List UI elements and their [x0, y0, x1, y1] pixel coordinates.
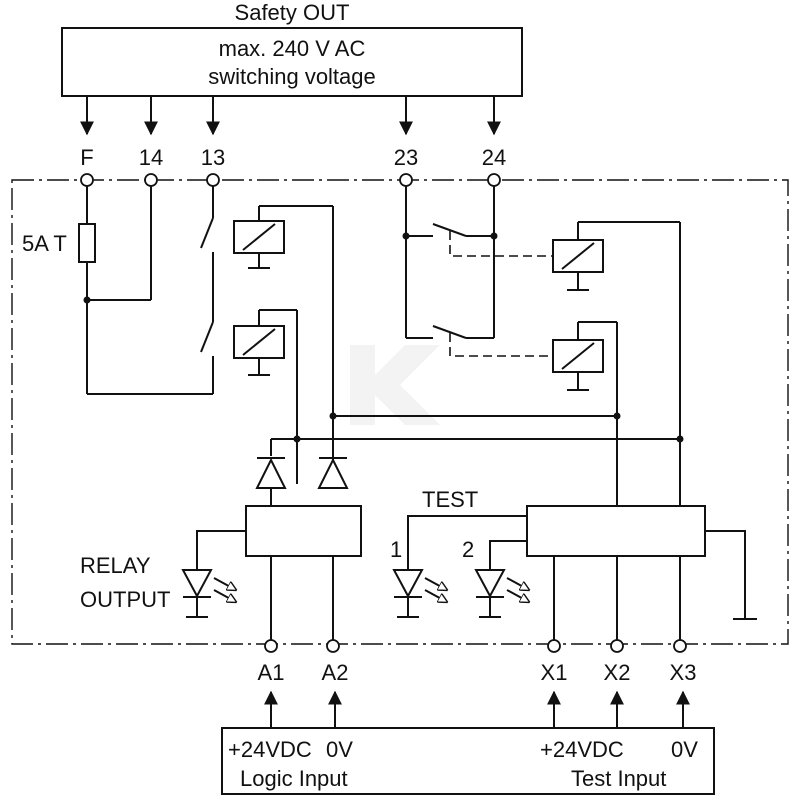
coil-k3 — [552, 221, 681, 506]
diode-left — [255, 457, 287, 506]
safety-out-line2: switching voltage — [208, 64, 376, 89]
terminal-label-x2: X2 — [604, 660, 631, 685]
watermark-logo — [350, 345, 440, 425]
safety-out-title: Safety OUT — [235, 0, 350, 25]
test-control-block — [526, 505, 706, 557]
fuse-symbol — [78, 223, 96, 263]
fuse-label: 5A T — [22, 231, 67, 256]
coil-k1 — [233, 205, 334, 484]
contact-k3 — [432, 223, 467, 237]
safety-out-box — [61, 27, 523, 97]
test-input-name: Test Input — [571, 766, 666, 791]
terminal-label-23: 23 — [394, 145, 418, 170]
contact-k1 — [200, 217, 214, 249]
led-label-1: 1 — [390, 537, 402, 562]
left-contact-circuit — [78, 186, 214, 395]
terminal-label-f: F — [80, 145, 93, 170]
contact-k4 — [432, 325, 467, 339]
diode-right — [317, 457, 349, 489]
led-test-2-icon — [474, 540, 529, 618]
coil-bus-lines — [270, 412, 684, 456]
terminal-label-14: 14 — [139, 145, 163, 170]
terminal-label-x1: X1 — [541, 660, 568, 685]
led-label-2: 2 — [462, 537, 474, 562]
logic-control-block — [245, 505, 362, 557]
terminal-label-a2: A2 — [322, 660, 349, 685]
led-test-1-icon — [392, 515, 527, 618]
relay-output-label-line1: RELAY — [80, 553, 151, 578]
terminal-label-24: 24 — [482, 145, 506, 170]
terminal-label-a1: A1 — [258, 660, 285, 685]
terminal-label-x3: X3 — [670, 660, 697, 685]
led-relay-output-icon — [181, 530, 246, 618]
test-label: TEST — [422, 487, 478, 512]
safety-out-block: Safety OUT max. 240 V AC switching volta… — [61, 0, 523, 136]
terminal-label-13: 13 — [201, 145, 225, 170]
input-box — [221, 727, 715, 795]
logic-input-24v: +24VDC — [228, 737, 312, 762]
relay-output-label-line2: OUTPUT — [80, 587, 170, 612]
input-block — [221, 690, 715, 795]
test-input-0v: 0V — [671, 737, 698, 762]
contact-k2 — [200, 321, 214, 353]
test-input-24v: +24VDC — [540, 737, 624, 762]
logic-input-0v: 0V — [326, 737, 353, 762]
coil-k4 — [552, 321, 618, 506]
logic-input-name: Logic Input — [240, 766, 348, 791]
ground-symbol — [705, 530, 757, 620]
terminal-points — [80, 173, 687, 653]
safety-out-line1: max. 240 V AC — [219, 36, 366, 61]
right-contact-circuit — [402, 186, 556, 357]
coil-k2 — [233, 309, 298, 484]
